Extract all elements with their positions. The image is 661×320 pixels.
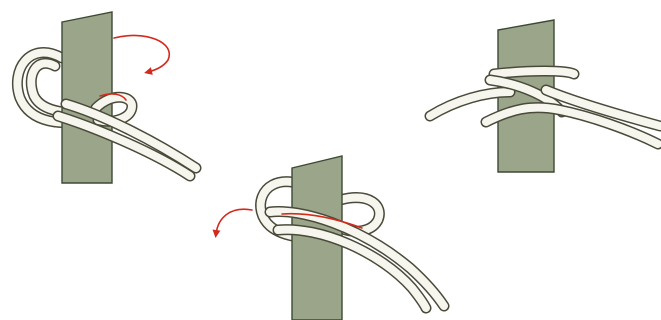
step-3-post (497, 19, 555, 173)
step-3-illustration (424, 19, 661, 173)
step-1-post (61, 11, 113, 184)
step-1-rope-front (52, 91, 202, 182)
step-2-illustration (212, 155, 450, 320)
counterclockwise-turn-arrow (212, 208, 253, 238)
clockwise-turn-arrow (113, 34, 171, 75)
step-1-arrow-behind-post (99, 93, 127, 101)
step-2-arrow-across-post (281, 212, 363, 229)
step-1-illustration (11, 11, 202, 184)
step-3-rope-knot (424, 65, 661, 150)
